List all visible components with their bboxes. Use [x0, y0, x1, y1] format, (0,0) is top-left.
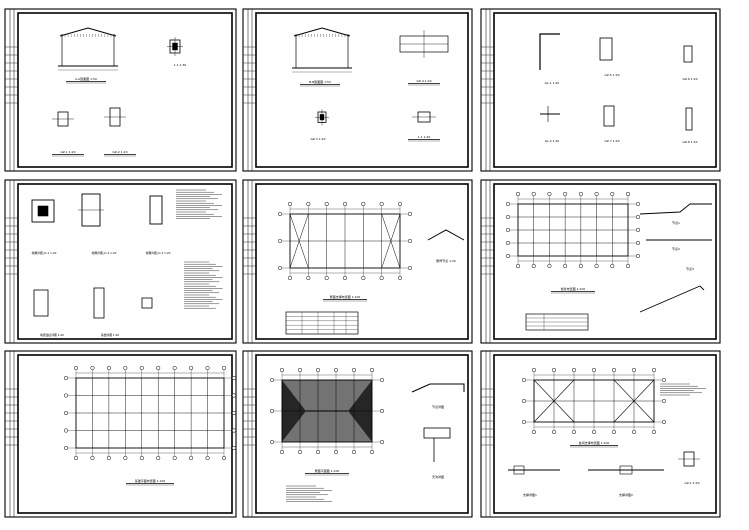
title-block-strip: [481, 180, 494, 343]
detail-title: 1-1 1:30: [174, 63, 187, 67]
material-table: [285, 311, 359, 335]
detail-title: GZ-3 1:20: [310, 137, 325, 141]
title-block-strip: [5, 9, 18, 171]
material-table: [525, 313, 589, 331]
detail-title: 屋脊节点 1:20: [436, 258, 456, 263]
detail-title: GZ-2 1:20: [112, 150, 127, 154]
title-block-strip: [481, 9, 494, 171]
title-block-strip: [5, 180, 18, 343]
plan-title: 基础平面布置图 1:100: [135, 478, 166, 483]
detail-title: 节点1: [672, 220, 680, 225]
drawing-panel-5: 屋面支撑布置图 1:100 屋脊节点 1:20: [242, 179, 473, 344]
title-block-strip: [5, 351, 18, 517]
detail-title: 支撑详图1: [523, 492, 537, 497]
plan-title: 柱间支撑布置图 1:100: [579, 440, 610, 445]
detail-title: GZ-1 1:20: [684, 481, 699, 485]
drawing-panel-7: 基础平面布置图 1:100: [4, 350, 237, 518]
detail-title: GZ-6 1:20: [682, 77, 697, 81]
detail-title: GZ-8 1:20: [682, 140, 697, 144]
plan-title: 檩条布置图 1:100: [561, 286, 586, 291]
drawing-panel-4: 柱脚详图 JC-1 1:20 柱脚详图 JC-2 1:20 柱脚详图 JC-3 1:…: [4, 179, 237, 344]
detail-title: 节点3: [686, 266, 694, 271]
elevation-title: B-B剖面图 1:50: [309, 79, 331, 84]
detail-title: 柱脚详图 JC-1 1:20: [32, 251, 57, 255]
detail-title: 支撑详图2: [619, 492, 633, 497]
title-block-strip: [243, 9, 256, 171]
detail-title: 墙梁连接详图 1:20: [40, 333, 64, 337]
drawing-panel-9: 柱间支撑布置图 1:100 支撑详图1 支撑详图2 GZ-1 1:20: [480, 350, 721, 518]
detail-title: 基础详图 1:20: [101, 333, 120, 337]
detail-title: 1-1 1:20: [418, 135, 431, 139]
elevation-title: A-A剖面图 1:50: [75, 76, 97, 81]
plan-title: 屋面支撑布置图 1:100: [330, 294, 361, 299]
detail-title: 柱脚详图 JC-3 1:20: [146, 251, 171, 255]
detail-title: QL-1 1:20: [545, 81, 560, 85]
detail-title: GZ-4 1:20: [416, 79, 431, 83]
detail-title: GZ-1 1:20: [60, 150, 75, 154]
detail-title: QL-2 1:20: [545, 139, 560, 143]
title-block-strip: [243, 351, 256, 517]
detail-title: 节点详图: [432, 404, 444, 409]
detail-title: 节点2: [672, 246, 680, 251]
drawing-panel-6: 檩条布置图 1:100 节点1 节点2 节点3: [480, 179, 721, 344]
plan-title: 屋面平面图 1:100: [315, 468, 340, 473]
detail-title: 天沟详图: [432, 474, 444, 479]
title-block-strip: [243, 180, 256, 343]
detail-title: GZ-7 1:20: [604, 139, 619, 143]
detail-title: 柱脚详图 JC-2 1:20: [92, 251, 117, 255]
detail-title: GZ-5 1:20: [604, 73, 619, 77]
title-block-strip: [481, 351, 494, 517]
